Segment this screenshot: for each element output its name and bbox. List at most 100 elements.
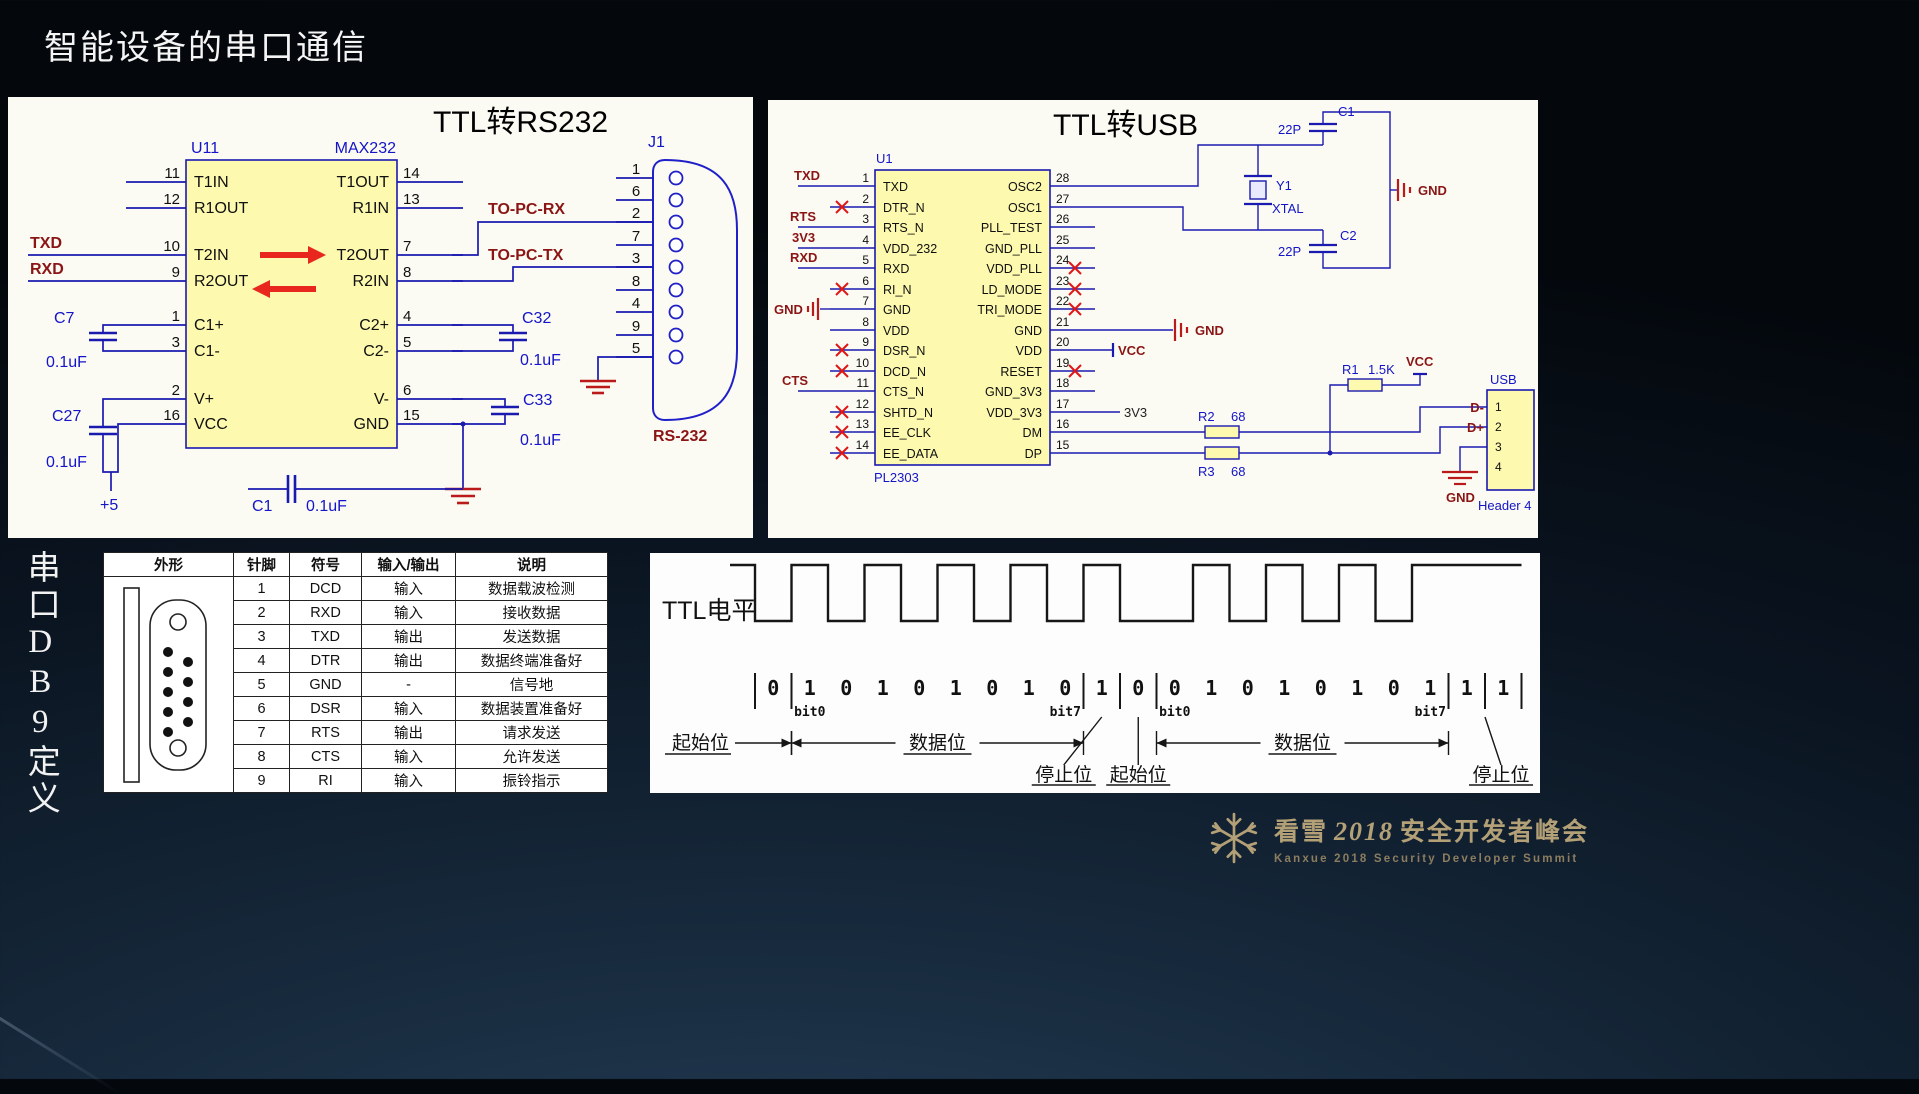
pin-name: OSC2 [1008, 180, 1042, 194]
db9-pin-hole [668, 237, 684, 253]
usb-gnd: GND [1442, 446, 1487, 505]
db9-cell-direction: 输出 [361, 720, 456, 745]
db9-pin-number: 8 [632, 273, 640, 290]
pin-number: 20 [1056, 335, 1070, 349]
db9-pin-number: 6 [632, 183, 640, 200]
pin-number: 4 [862, 233, 869, 247]
to-pc-rx-label: TO-PC-RX [488, 201, 565, 218]
r1-value: 1.5K [1368, 362, 1395, 377]
arrow-head-icon [781, 738, 792, 748]
pin-number: 1 [862, 171, 869, 185]
nc-x-mark [1068, 282, 1082, 296]
dm-net: R2 68 [1095, 406, 1487, 439]
pin-number: 11 [164, 165, 180, 182]
pin-number: 26 [1056, 212, 1070, 226]
db9-pin-number: 7 [632, 228, 640, 245]
pin-name: RESET [1000, 365, 1042, 379]
db9-cell-description: 数据装置准备好 [455, 696, 608, 721]
gnd-label: GND [1418, 183, 1447, 198]
pin-name: T2IN [194, 247, 229, 264]
pin-number: 19 [1056, 356, 1070, 370]
pin-number: 7 [862, 294, 869, 308]
dm-label: D- [1470, 400, 1484, 415]
db9-pin-number: 2 [632, 205, 640, 222]
bit-value: 0 [1132, 676, 1144, 700]
pin-name: DSR_N [883, 344, 925, 358]
background-streak [0, 1012, 121, 1094]
group-label: 数据位 [909, 732, 966, 754]
db9-pin-hole [668, 214, 684, 230]
gnd-xtal: GND [1390, 179, 1447, 201]
db9-col-header: 针脚 [233, 552, 290, 577]
nc-x-mark [835, 405, 849, 419]
v33-label: 3V3 [792, 230, 815, 245]
rxd-label: RXD [30, 261, 64, 278]
db9-cell-pin: 3 [233, 624, 290, 649]
pin-number: 9 [862, 335, 869, 349]
section-label-db9: 串口DB9定义 [22, 550, 59, 818]
db9-cell-pin: 8 [233, 744, 290, 769]
pin-name: VDD_3V3 [986, 406, 1042, 420]
cap-value: 22P [1278, 122, 1301, 137]
pin-name: GND_3V3 [985, 385, 1042, 399]
pin-number: 7 [403, 238, 411, 255]
pin-name: R2OUT [194, 273, 248, 290]
cap-value: 0.1uF [306, 498, 347, 515]
brand-summit-en: Kanxue 2018 Security Developer Summit [1274, 852, 1579, 865]
r2-value: 68 [1231, 409, 1245, 424]
db9-pin-hole [668, 170, 684, 186]
bit-value: 1 [804, 676, 816, 700]
bit-value: 0 [986, 676, 998, 700]
y1-label: Y1 [1276, 178, 1292, 193]
bit-value: 1 [877, 676, 889, 700]
pin-name: RXD [883, 262, 909, 276]
chip-part-label: PL2303 [874, 470, 919, 485]
gnd-label: GND [774, 302, 803, 317]
cap-value: 0.1uF [46, 454, 87, 471]
db9-cell-direction: 输入 [361, 744, 456, 769]
cap-value: 0.1uF [520, 432, 561, 449]
pin-name: TRI_MODE [977, 303, 1042, 317]
cap-c27: C27 0.1uF +5 [46, 398, 126, 514]
db9-cell-pin: 4 [233, 648, 290, 673]
cap-value: 0.1uF [46, 354, 87, 371]
db9-cell-description: 请求发送 [455, 720, 608, 745]
txd-label: TXD [794, 168, 820, 183]
db9-cell-pin: 1 [233, 576, 290, 601]
chip-ref-label: U11 [191, 140, 219, 157]
db9-cell-description: 信号地 [455, 672, 608, 697]
rs232-heading: TTL转RS232 [433, 106, 609, 139]
pin-number: 23 [1056, 274, 1070, 288]
page-title: 智能设备的串口通信 [44, 30, 368, 67]
db9-cell-symbol: DTR [289, 648, 362, 673]
db9-cell-pin: 7 [233, 720, 290, 745]
db9-header-row: 外形针脚符号输入/输出说明 [103, 552, 608, 577]
pin-number: 2 [862, 192, 869, 206]
usb-pin-number: 3 [1495, 440, 1502, 454]
cap-ref: C27 [52, 408, 81, 425]
usb-schematic: U1 PL2303 1TXD2DTR_N3RTS_N4VDD_2325RXD6R… [774, 104, 1535, 513]
left-signal-labels: TXD RTS 3V3 RXD CTS [782, 168, 830, 392]
pin-name: CTS_N [883, 385, 924, 399]
nc-x-mark [835, 282, 849, 296]
junction-dot [1327, 450, 1333, 456]
ground-icon [1442, 470, 1478, 486]
bit-value: 1 [1351, 676, 1363, 700]
v33-pin17: 3V3 [1095, 405, 1147, 420]
cap-ref: C33 [523, 392, 552, 409]
bit-marker-label: bit7 [1050, 705, 1081, 720]
pin-name: EE_DATA [883, 447, 939, 461]
arrow-head-icon [1438, 738, 1449, 748]
r1-ref: R1 [1342, 362, 1359, 377]
dim-line [1063, 716, 1103, 766]
chip-part-label: MAX232 [335, 140, 396, 157]
pl2303-right-pins: 28OSC227OSC126PLL_TEST25GND_PLL24VDD_PLL… [977, 171, 1095, 461]
db9-col-header: 外形 [103, 552, 234, 577]
db9-cell-direction: 输出 [361, 624, 456, 649]
db9-col-header: 输入/输出 [361, 552, 456, 577]
junction-dot [460, 421, 466, 427]
